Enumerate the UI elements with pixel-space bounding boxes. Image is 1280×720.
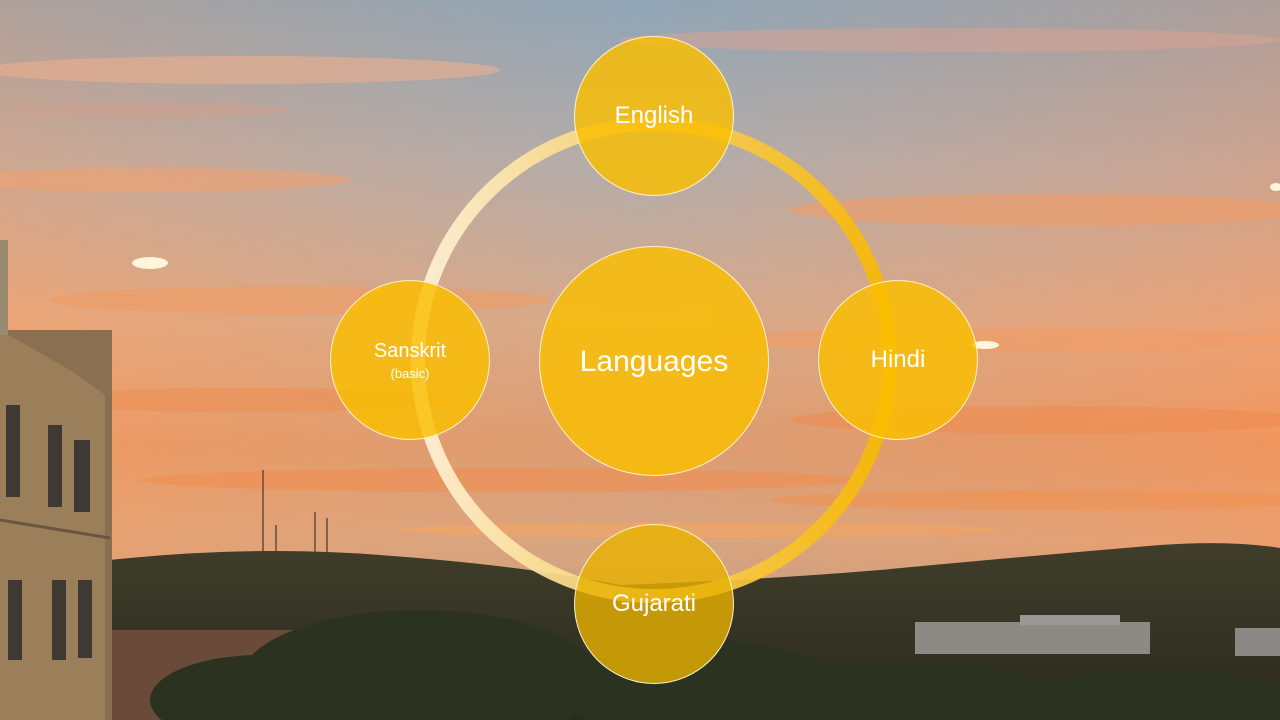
node-gujarati-label: Gujarati bbox=[611, 589, 697, 617]
node-sanskrit-sublabel: (basic) bbox=[390, 365, 430, 381]
radio-towers bbox=[262, 470, 328, 555]
center-label: Languages bbox=[579, 344, 729, 378]
left-building bbox=[0, 240, 112, 720]
center-node-languages: Languages bbox=[539, 246, 769, 476]
node-hindi-label: Hindi bbox=[870, 345, 926, 373]
node-gujarati: Gujarati bbox=[574, 524, 734, 684]
node-english: English bbox=[574, 36, 734, 196]
node-sanskrit: Sanskrit (basic) bbox=[330, 280, 490, 440]
tree-line bbox=[150, 610, 1280, 720]
node-hindi: Hindi bbox=[818, 280, 978, 440]
node-sanskrit-label: Sanskrit bbox=[373, 339, 447, 362]
node-english-label: English bbox=[614, 101, 694, 129]
sky-glints bbox=[132, 183, 1280, 349]
